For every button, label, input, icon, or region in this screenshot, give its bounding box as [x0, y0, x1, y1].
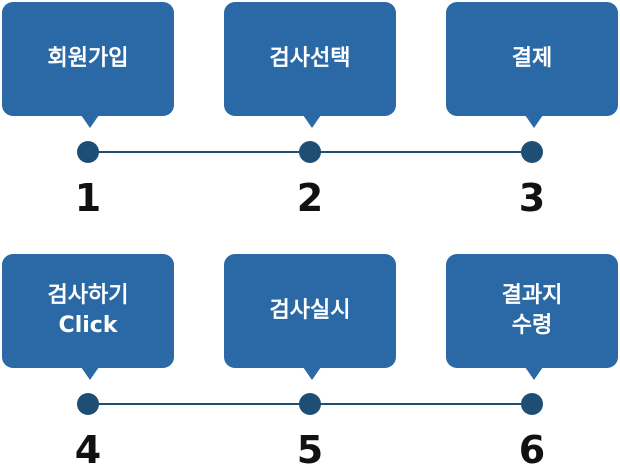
step-3-number: 3	[518, 176, 546, 220]
step-5-box: 검사실시	[224, 254, 396, 380]
step-1-label: 회원가입	[47, 46, 129, 71]
step-1-number: 1	[74, 176, 102, 220]
step-1-box: 회원가입	[2, 2, 174, 128]
step-3-box: 결제	[446, 2, 618, 128]
step-4-dot	[77, 393, 99, 415]
step-3-label: 결제	[511, 46, 553, 71]
step-2-number: 2	[296, 176, 324, 220]
step-2-label: 검사선택	[269, 46, 351, 71]
step-3-dot	[521, 141, 543, 163]
process-row-1: 회원가입 검사선택 결제 1 2 3	[0, 0, 620, 220]
step-5-label: 검사실시	[269, 298, 351, 323]
step-6-box: 결과지 수령	[446, 254, 618, 380]
step-4-label: 검사하기 Click	[47, 283, 129, 338]
step-6-dot	[521, 393, 543, 415]
step-5-number: 5	[296, 428, 324, 472]
step-4-number: 4	[74, 428, 102, 472]
step-5-dot	[299, 393, 321, 415]
step-4-box: 검사하기 Click	[2, 254, 174, 380]
process-row-2: 검사하기 Click 검사실시 결과지 수령 4 5 6	[0, 252, 620, 472]
step-2-box: 검사선택	[224, 2, 396, 128]
step-6-label: 결과지 수령	[501, 283, 563, 338]
step-6-number: 6	[518, 428, 546, 472]
step-2-dot	[299, 141, 321, 163]
step-1-dot	[77, 141, 99, 163]
